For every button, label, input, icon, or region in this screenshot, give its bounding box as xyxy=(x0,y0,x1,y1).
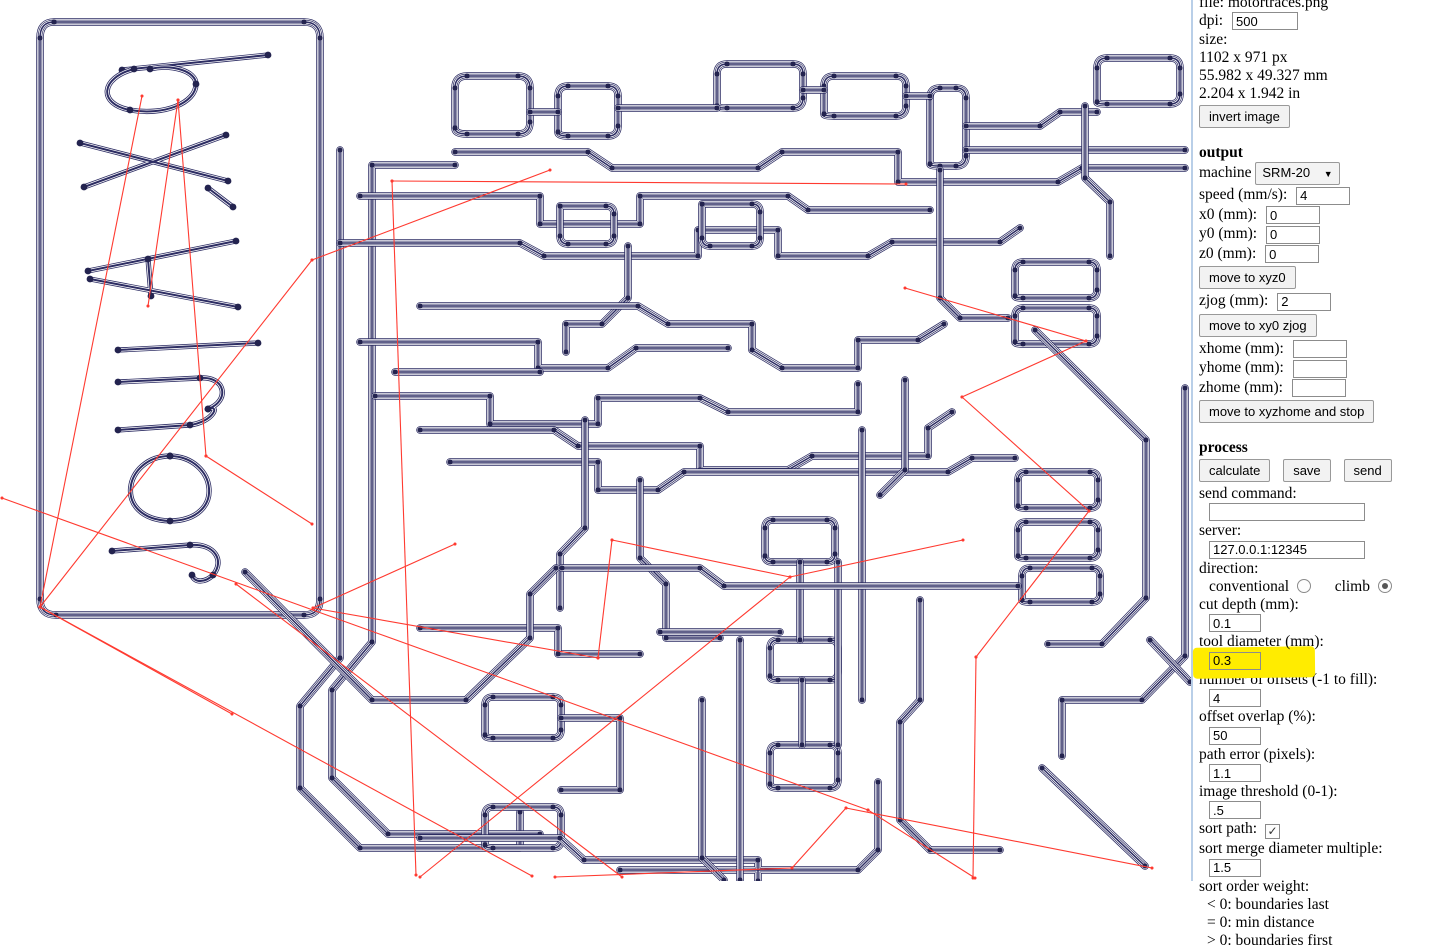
weight-line-eq: = 0: min distance xyxy=(1207,913,1315,931)
overlap-input[interactable] xyxy=(1209,726,1261,745)
spacer xyxy=(1199,425,1431,438)
server-label: server: xyxy=(1199,522,1242,540)
calculate-button[interactable]: calculate xyxy=(1199,458,1271,482)
chevron-down-icon: ▼ xyxy=(1323,169,1333,180)
offsets-input[interactable] xyxy=(1209,689,1261,708)
zjog-row: zjog (mm): xyxy=(1199,292,1431,311)
process-heading: process xyxy=(1199,438,1248,456)
weight-label: sort order weight: xyxy=(1199,877,1310,895)
cut-depth-label: cut depth (mm): xyxy=(1199,595,1299,613)
size-px: 1102 x 971 px xyxy=(1199,49,1288,67)
toolpath-canvas[interactable] xyxy=(0,0,1191,881)
size-mm: 55.982 x 49.327 mm xyxy=(1199,67,1328,85)
spacer xyxy=(1199,130,1431,143)
z0-label: z0 (mm): xyxy=(1199,244,1257,262)
dpi-label: dpi: xyxy=(1199,12,1224,29)
send-command-input[interactable] xyxy=(1209,503,1365,522)
speed-label: speed (mm/s): xyxy=(1199,186,1288,204)
move-to-xyzhome-button[interactable]: move to xyzhome and stop xyxy=(1199,399,1375,423)
weight-line-gt: > 0: boundaries first xyxy=(1207,931,1333,949)
xhome-input[interactable] xyxy=(1292,340,1347,359)
yhome-label: yhome (mm): xyxy=(1199,359,1284,377)
weight-line-lt: < 0: boundaries last xyxy=(1207,895,1329,913)
y0-input[interactable] xyxy=(1266,225,1320,244)
climb-radio[interactable] xyxy=(1377,578,1392,593)
climb-label: climb xyxy=(1334,577,1370,595)
direction-options: conventional climb xyxy=(1209,578,1431,595)
path-error-label: path error (pixels): xyxy=(1199,745,1316,763)
machine-select-value: SRM-20 xyxy=(1262,165,1311,181)
tool-diameter-block: tool diameter (mm): xyxy=(1192,633,1431,679)
machine-row: machine SRM-20 ▼ xyxy=(1199,162,1431,186)
zjog-label: zjog (mm): xyxy=(1199,292,1269,310)
move-to-xyz0-button[interactable]: move to xyz0 xyxy=(1199,266,1296,290)
x0-input[interactable] xyxy=(1266,206,1320,225)
send-button[interactable]: send xyxy=(1343,458,1392,482)
overlap-label: offset overlap (%): xyxy=(1199,708,1316,726)
zhome-label: zhome (mm): xyxy=(1199,378,1283,396)
z0-input[interactable] xyxy=(1265,245,1320,264)
dpi-row: dpi: xyxy=(1199,12,1431,31)
invert-image-button[interactable]: invert image xyxy=(1199,105,1290,129)
threshold-input[interactable] xyxy=(1209,801,1261,820)
conventional-label: conventional xyxy=(1209,577,1290,595)
y0-row: y0 (mm): xyxy=(1199,225,1431,244)
zhome-row: zhome (mm): xyxy=(1199,379,1431,397)
x0-row: x0 (mm): xyxy=(1199,205,1431,225)
file-label: file: motortraces.png xyxy=(1199,0,1329,11)
sort-path-row: sort path: ✓ xyxy=(1199,820,1431,840)
process-buttons-row: calculate save send xyxy=(1199,457,1431,484)
output-heading: output xyxy=(1199,144,1243,162)
yhome-input[interactable] xyxy=(1292,359,1347,378)
send-command-label: send command: xyxy=(1199,484,1297,502)
yhome-row: yhome (mm): xyxy=(1199,359,1431,378)
size-label: size: xyxy=(1199,31,1228,49)
xhome-label: xhome (mm): xyxy=(1199,339,1284,357)
toolpath-svg xyxy=(0,0,1191,881)
y0-label: y0 (mm): xyxy=(1199,225,1258,243)
save-button[interactable]: save xyxy=(1283,458,1331,482)
sort-path-checkbox[interactable]: ✓ xyxy=(1265,824,1280,840)
direction-label: direction: xyxy=(1199,559,1259,577)
xhome-row: xhome (mm): xyxy=(1199,339,1431,359)
size-in: 2.204 x 1.942 in xyxy=(1199,85,1301,103)
threshold-label: image threshold (0-1): xyxy=(1199,783,1338,800)
z0-row: z0 (mm): xyxy=(1199,244,1431,264)
sort-path-label: sort path: xyxy=(1199,820,1258,838)
tool-diameter-input[interactable] xyxy=(1209,651,1261,670)
speed-row: speed (mm/s): xyxy=(1199,186,1431,205)
dpi-input[interactable] xyxy=(1232,12,1298,31)
settings-panel: file: motortraces.png dpi: size: 1102 x … xyxy=(1192,0,1431,950)
machine-label: machine xyxy=(1199,164,1252,182)
conventional-radio[interactable] xyxy=(1296,578,1311,593)
x0-label: x0 (mm): xyxy=(1199,205,1258,223)
merge-label: sort merge diameter multiple: xyxy=(1199,840,1383,858)
path-error-input[interactable] xyxy=(1209,764,1261,782)
zjog-input[interactable] xyxy=(1277,292,1332,311)
speed-input[interactable] xyxy=(1296,186,1351,205)
move-to-xy0-zjog-button[interactable]: move to xy0 zjog xyxy=(1199,313,1317,337)
machine-select[interactable]: SRM-20 ▼ xyxy=(1255,162,1340,186)
server-input[interactable] xyxy=(1209,540,1365,559)
zhome-input[interactable] xyxy=(1291,378,1346,397)
tool-diameter-label: tool diameter (mm): xyxy=(1199,633,1324,651)
cut-depth-input[interactable] xyxy=(1209,614,1261,633)
canvas-panel-divider xyxy=(1191,0,1193,881)
merge-input[interactable] xyxy=(1209,858,1261,877)
